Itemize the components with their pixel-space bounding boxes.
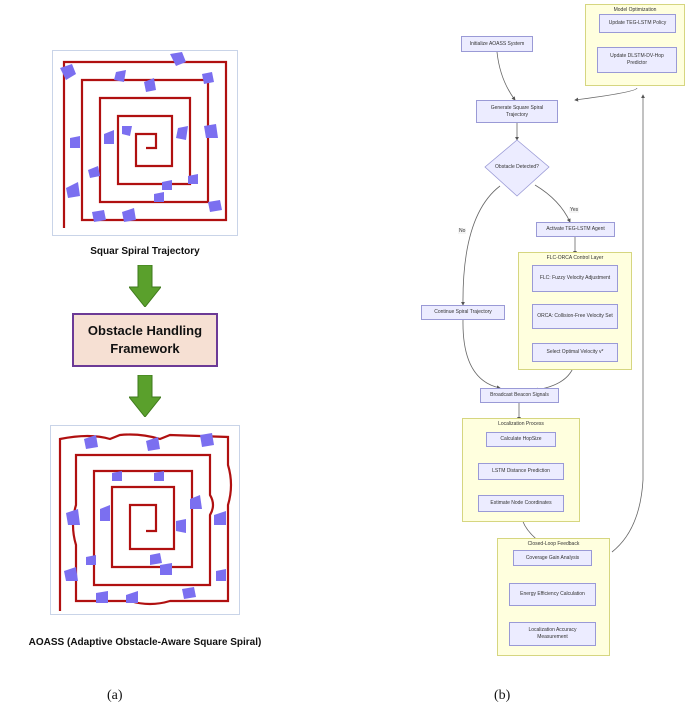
spiral-path	[62, 60, 228, 228]
node-continue-spiral: Continue Spiral Trajectory	[421, 305, 505, 320]
obstacles	[60, 52, 222, 222]
node-select-velocity: Select Optimal Velocity v*	[532, 343, 618, 362]
cluster-title: FLC-ORCA Control Layer	[546, 255, 604, 261]
node-fuzzy-velocity: FLC: Fuzzy Velocity Adjustment	[532, 265, 618, 292]
node-localization-accuracy: Localization Accuracy Measurement	[509, 622, 596, 646]
decision-diamond	[484, 139, 550, 197]
cluster-title: Localization Process	[498, 421, 544, 427]
node-initialize: Initialize AOASS System	[461, 36, 533, 52]
node-coverage-gain: Coverage Gain Analysis	[513, 550, 592, 566]
down-arrow-icon	[129, 265, 161, 307]
top-caption: Squar Spiral Trajectory	[90, 246, 200, 257]
decision-label: Obstacle Detected?	[495, 164, 539, 170]
down-arrow-icon	[129, 375, 161, 417]
node-activate-agent: Activate TEG-LSTM Agent	[536, 222, 615, 237]
node-update-predictor: Update DLSTM-DV-Hop Predictor	[597, 47, 677, 73]
cluster-title: Model Optimization	[613, 7, 657, 13]
aoass-spiral-diagram	[50, 425, 240, 615]
node-broadcast: Broadcast Beacon Signals	[480, 388, 559, 403]
aoass-spiral-path	[58, 433, 233, 611]
square-spiral-diagram	[52, 50, 238, 236]
cluster-title: Closed-Loop Feedback	[527, 541, 580, 547]
node-lstm-distance: LSTM Distance Prediction	[478, 463, 564, 480]
node-update-policy: Update TEG-LSTM Policy	[599, 14, 676, 33]
framework-line2: Framework	[110, 341, 180, 356]
node-energy-efficiency: Energy Efficiency Calculation	[509, 583, 596, 606]
edge-label-yes: Yes	[569, 207, 580, 213]
node-calculate-hopsize: Calculate HopSize	[486, 432, 556, 447]
framework-line1: Obstacle Handling	[87, 323, 203, 338]
node-generate-spiral: Generate Square Spiral Trajectory	[476, 100, 558, 123]
obstacle-handling-framework-box: Obstacle Handling Framework	[72, 313, 218, 367]
edge-label-no: No	[458, 228, 467, 234]
panel-b-label: (b)	[494, 688, 511, 703]
obstacles	[64, 433, 226, 603]
node-estimate-coordinates: Estimate Node Coordinates	[478, 495, 564, 512]
node-orca-velocity: ORCA: Collision-Free Velocity Set	[532, 304, 618, 329]
bottom-caption: AOASS (Adaptive Obstacle-Aware Square Sp…	[28, 637, 262, 648]
panel-a-label: (a)	[107, 688, 123, 703]
